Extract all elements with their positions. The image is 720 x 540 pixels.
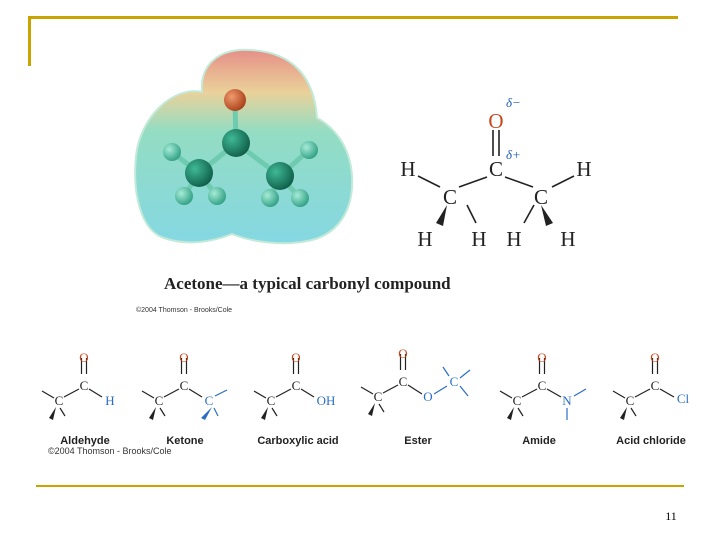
frame-bottom-rule — [36, 485, 684, 487]
acid-chloride-structure: O C C Cl Acid chloride — [612, 350, 690, 447]
alpha-carbon-label: C — [513, 393, 522, 408]
ketone-caption: Ketone — [166, 435, 203, 447]
carbon-ball — [185, 159, 213, 187]
carbon-ball — [222, 129, 250, 157]
oxygen-atom-label: O — [79, 350, 88, 365]
ester-substituent-label: C — [450, 374, 459, 389]
alpha-carbon-label: C — [155, 393, 164, 408]
delta-minus-label: δ− — [506, 95, 521, 110]
acetone-caption: Acetone—a typical carbonyl compound — [164, 274, 451, 293]
acetone-structural-formula: O δ− C δ+ C C H H H H H H — [400, 95, 591, 251]
hydrogen-ball — [163, 143, 181, 161]
groups-copyright: ©2004 Thomson - Brooks/Cole — [48, 446, 172, 456]
methyl-carbon-label: C — [443, 185, 457, 209]
carbonyl-carbon-label: C — [292, 378, 301, 393]
hydrogen-ball — [261, 189, 279, 207]
oxygen-atom-label: O — [179, 350, 188, 365]
carboxylic-acid-caption: Carboxylic acid — [257, 435, 338, 447]
oxygen-atom-label: O — [398, 346, 407, 361]
acid-chloride-caption: Acid chloride — [616, 435, 686, 447]
hydrogen-ball — [175, 187, 193, 205]
aldehyde-caption: Aldehyde — [60, 435, 110, 447]
amide-structure: O C C N Amide — [499, 350, 587, 447]
hydrogen-ball — [208, 187, 226, 205]
ester-structure: O C C O C Ester — [360, 346, 471, 447]
ketone-structure: O C C C Ketone — [141, 350, 228, 447]
oxygen-atom-label: O — [650, 350, 659, 365]
carboxylic-acid-substituent-label: OH — [317, 393, 336, 408]
oxygen-atom-label: O — [537, 350, 546, 365]
frame-left-rule — [28, 16, 31, 66]
hydrogen-atom-label: H — [576, 157, 591, 181]
ester-oxygen-label: O — [423, 389, 432, 404]
hydrogen-ball — [291, 189, 309, 207]
acetone-figure: O δ− C δ+ C C H H H H H H Acetone—a typi… — [132, 46, 592, 318]
carbonyl-classes-figure: O C C H Aldehyde O C C C Ketone O C C — [34, 340, 698, 462]
acetone-figure-svg: O δ− C δ+ C C H H H H H H Acetone—a typi… — [134, 48, 592, 314]
ester-caption: Ester — [404, 435, 432, 447]
hydrogen-ball — [300, 141, 318, 159]
carbonyl-carbon-label: C — [180, 378, 189, 393]
ketone-substituent-label: C — [205, 393, 214, 408]
carbonyl-carbon-label: C — [399, 374, 408, 389]
frame-top-rule — [28, 16, 678, 19]
alpha-carbon-label: C — [55, 393, 64, 408]
acetone-copyright: ©2004 Thomson - Brooks/Cole — [136, 306, 232, 314]
oxygen-atom-label: O — [488, 109, 503, 133]
carbonyl-carbon-label: C — [80, 378, 89, 393]
carbonyl-carbon-label: C — [489, 157, 503, 181]
alpha-carbon-label: C — [626, 393, 635, 408]
hydrogen-atom-label: H — [417, 227, 432, 251]
carbon-ball — [266, 162, 294, 190]
carbonyl-classes-svg: O C C H Aldehyde O C C C Ketone O C C — [41, 346, 690, 456]
alpha-carbon-label: C — [374, 389, 383, 404]
hydrogen-atom-label: H — [560, 227, 575, 251]
hydrogen-atom-label: H — [400, 157, 415, 181]
oxygen-ball — [224, 89, 246, 111]
methyl-carbon-label: C — [534, 185, 548, 209]
page-number: 11 — [665, 509, 677, 523]
alpha-carbon-label: C — [267, 393, 276, 408]
hydrogen-atom-label: H — [506, 227, 521, 251]
carbonyl-carbon-label: C — [651, 378, 660, 393]
aldehyde-structure: O C C H Aldehyde — [41, 350, 115, 447]
carboxylic-acid-structure: O C C OH Carboxylic acid — [253, 350, 339, 447]
oxygen-atom-label: O — [291, 350, 300, 365]
carbonyl-carbon-label: C — [538, 378, 547, 393]
hydrogen-atom-label: H — [471, 227, 486, 251]
amide-caption: Amide — [522, 435, 556, 447]
delta-plus-label: δ+ — [506, 147, 521, 162]
aldehyde-substituent-label: H — [105, 393, 114, 408]
acid-chloride-substituent-label: Cl — [677, 391, 690, 406]
amide-substituent-label: N — [562, 393, 572, 408]
